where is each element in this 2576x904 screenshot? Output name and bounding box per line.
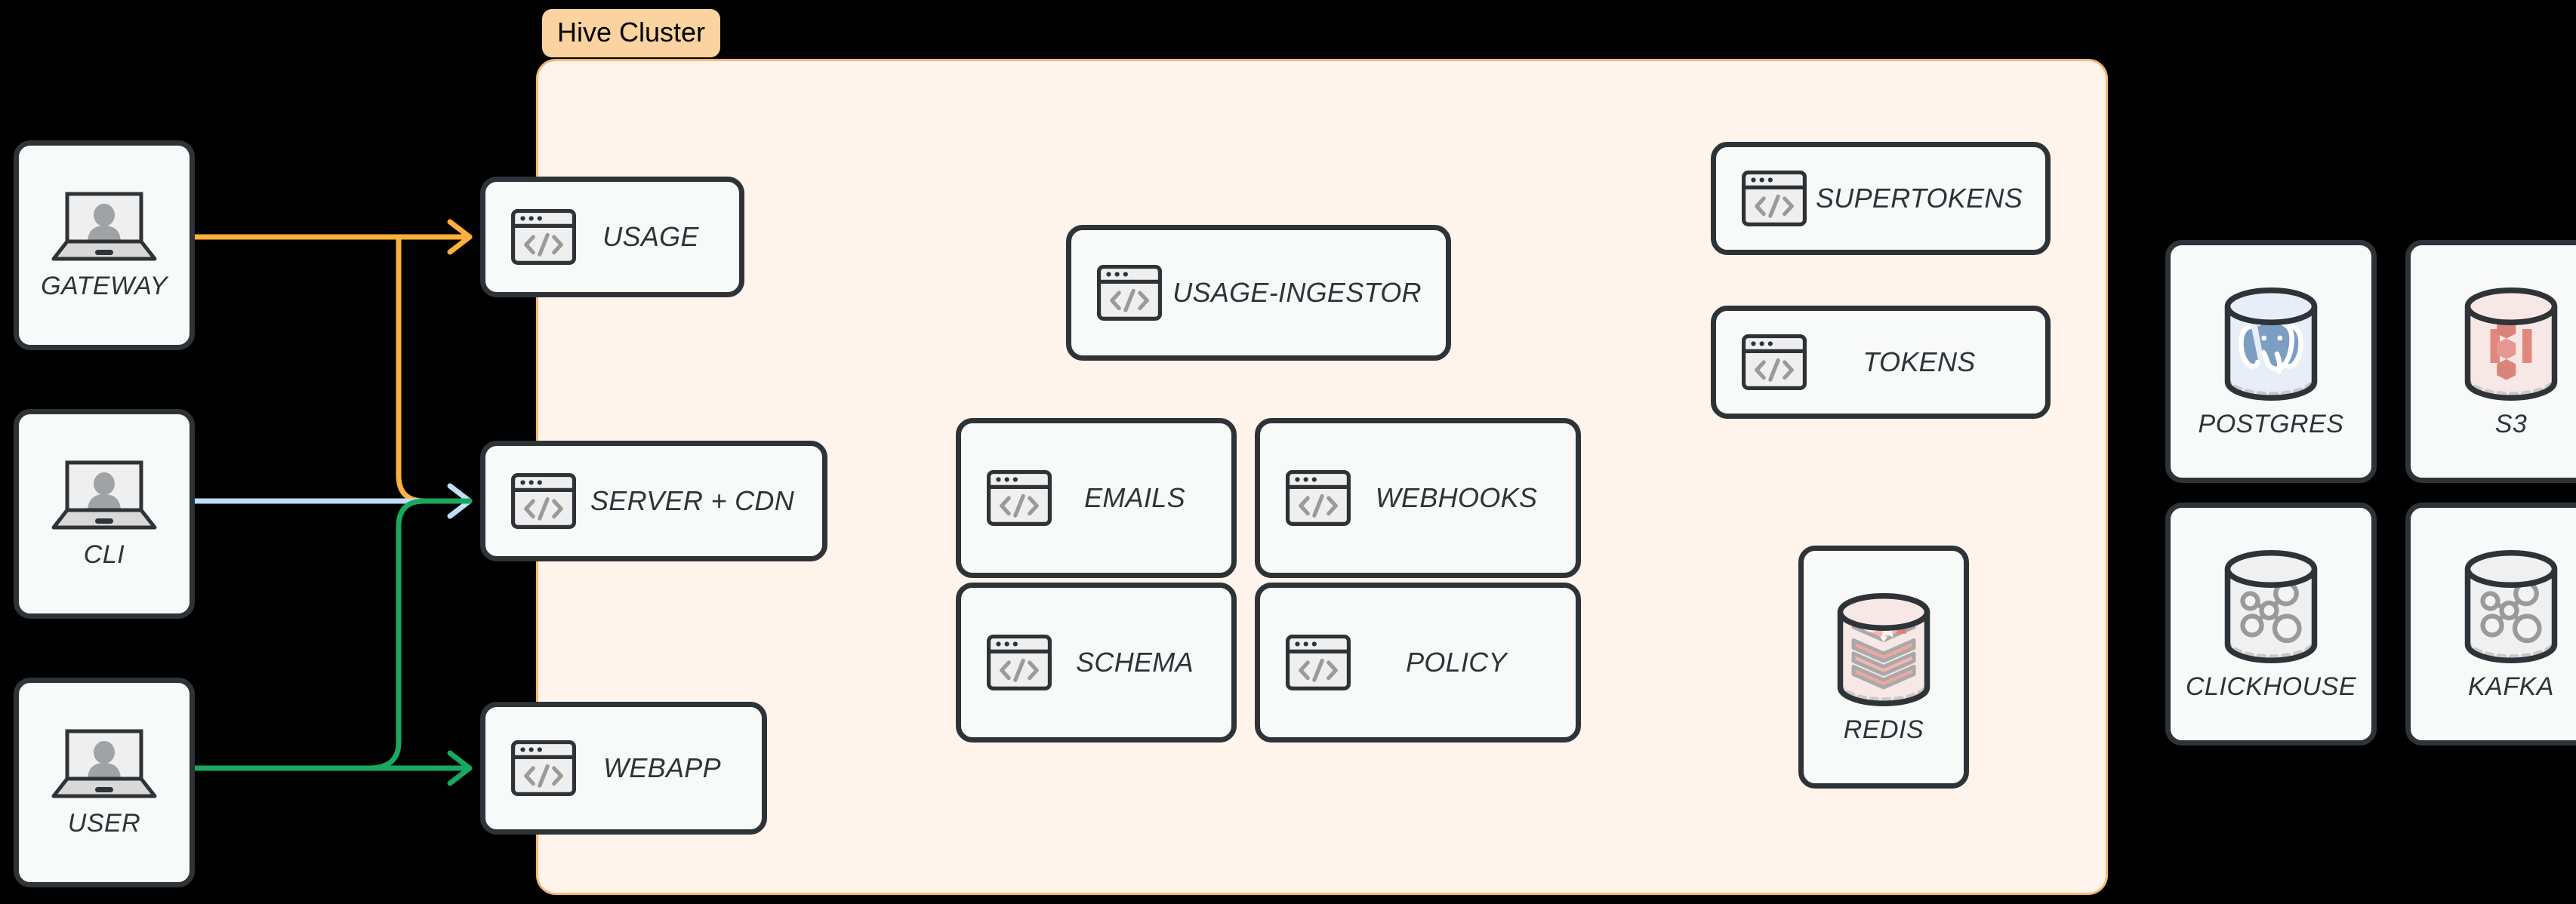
code-window-icon [1286, 470, 1351, 526]
gateway-to-usage-arrowhead [447, 219, 473, 255]
generic-db-cylinder-icon [2454, 546, 2568, 666]
code-window-icon [987, 635, 1052, 690]
generic-db-cylinder-icon [2214, 546, 2328, 666]
node-label: EMAILS [1084, 482, 1185, 513]
code-window-icon [987, 470, 1052, 526]
code-window-icon [511, 740, 576, 796]
node-usage-ingestor[interactable]: USAGE-INGESTOR [1066, 225, 1451, 361]
code-window-icon [1097, 265, 1162, 321]
postgres-cylinder-icon [2214, 284, 2328, 403]
redis-cylinder-icon [1837, 592, 1930, 706]
code-window-icon [1286, 635, 1351, 690]
node-webapp[interactable]: WEBAPP [480, 702, 767, 835]
node-cli[interactable]: CLI [14, 409, 195, 619]
node-label: GATEWAY [41, 272, 168, 300]
code-window-icon [1742, 334, 1807, 390]
node-clickhouse[interactable]: CLICKHOUSE [2165, 503, 2377, 746]
node-user[interactable]: USER [14, 678, 195, 887]
gateway-to-server-cdn-line [396, 234, 473, 504]
s3-cylinder-icon [2454, 284, 2568, 403]
laptop-user-icon [51, 192, 157, 261]
redis-cylinder-icon [1827, 589, 1940, 709]
postgres-cylinder-icon [2224, 287, 2318, 401]
node-label: WEBHOOKS [1375, 482, 1538, 513]
code-window-icon [511, 473, 576, 529]
node-label: SERVER + CDN [590, 485, 794, 516]
cluster-title-tag: Hive Cluster [542, 9, 721, 57]
node-label: POLICY [1406, 647, 1507, 678]
laptop-user-icon [51, 460, 157, 530]
node-label: POSTGRES [2198, 410, 2344, 439]
node-schema[interactable]: SCHEMA [956, 583, 1237, 743]
node-label: SCHEMA [1076, 647, 1194, 678]
node-supertokens[interactable]: SUPERTOKENS [1711, 142, 2051, 255]
node-label: S3 [2494, 410, 2528, 439]
node-gateway[interactable]: GATEWAY [14, 140, 195, 350]
node-label: USER [67, 809, 141, 838]
code-window-icon [1742, 171, 1807, 226]
code-window-icon [1742, 171, 1807, 226]
node-label: REDIS [1843, 715, 1924, 745]
node-label: CLICKHOUSE [2185, 672, 2357, 702]
node-label: KAFKA [2468, 672, 2554, 702]
user-to-server-cdn-line [365, 498, 473, 771]
node-label: USAGE [602, 221, 699, 252]
node-label: CLI [83, 540, 125, 569]
laptop-user-icon [48, 727, 161, 801]
node-tokens[interactable]: TOKENS [1711, 306, 2051, 419]
s3-cylinder-icon [2464, 287, 2558, 401]
node-label: USAGE-INGESTOR [1172, 277, 1422, 308]
code-window-icon [511, 209, 576, 265]
code-window-icon [511, 473, 576, 529]
node-usage[interactable]: USAGE [480, 177, 744, 297]
user-to-webapp-arrowhead [447, 750, 473, 786]
node-kafka[interactable]: KAFKA [2405, 503, 2576, 746]
node-webhooks[interactable]: WEBHOOKS [1255, 418, 1581, 578]
node-s3[interactable]: S3 [2405, 240, 2576, 483]
node-emails[interactable]: EMAILS [956, 418, 1237, 578]
laptop-user-icon [51, 729, 157, 798]
node-postgres[interactable]: POSTGRES [2165, 240, 2377, 483]
code-window-icon [987, 635, 1052, 690]
code-window-icon [987, 470, 1052, 526]
node-label: TOKENS [1863, 346, 1976, 377]
generic-db-cylinder-icon [2224, 549, 2318, 663]
node-policy[interactable]: POLICY [1255, 583, 1581, 743]
generic-db-cylinder-icon [2464, 549, 2558, 663]
node-label: WEBAPP [603, 752, 721, 783]
code-window-icon [1286, 635, 1351, 690]
node-redis[interactable]: REDIS [1798, 546, 1969, 789]
code-window-icon [511, 740, 576, 796]
laptop-user-icon [48, 458, 161, 533]
code-window-icon [1097, 265, 1162, 321]
node-label: SUPERTOKENS [1815, 183, 2023, 214]
code-window-icon [1286, 470, 1351, 526]
node-server-cdn[interactable]: SERVER + CDN [480, 441, 827, 561]
code-window-icon [1742, 334, 1807, 390]
code-window-icon [511, 209, 576, 265]
laptop-user-icon [48, 189, 161, 264]
